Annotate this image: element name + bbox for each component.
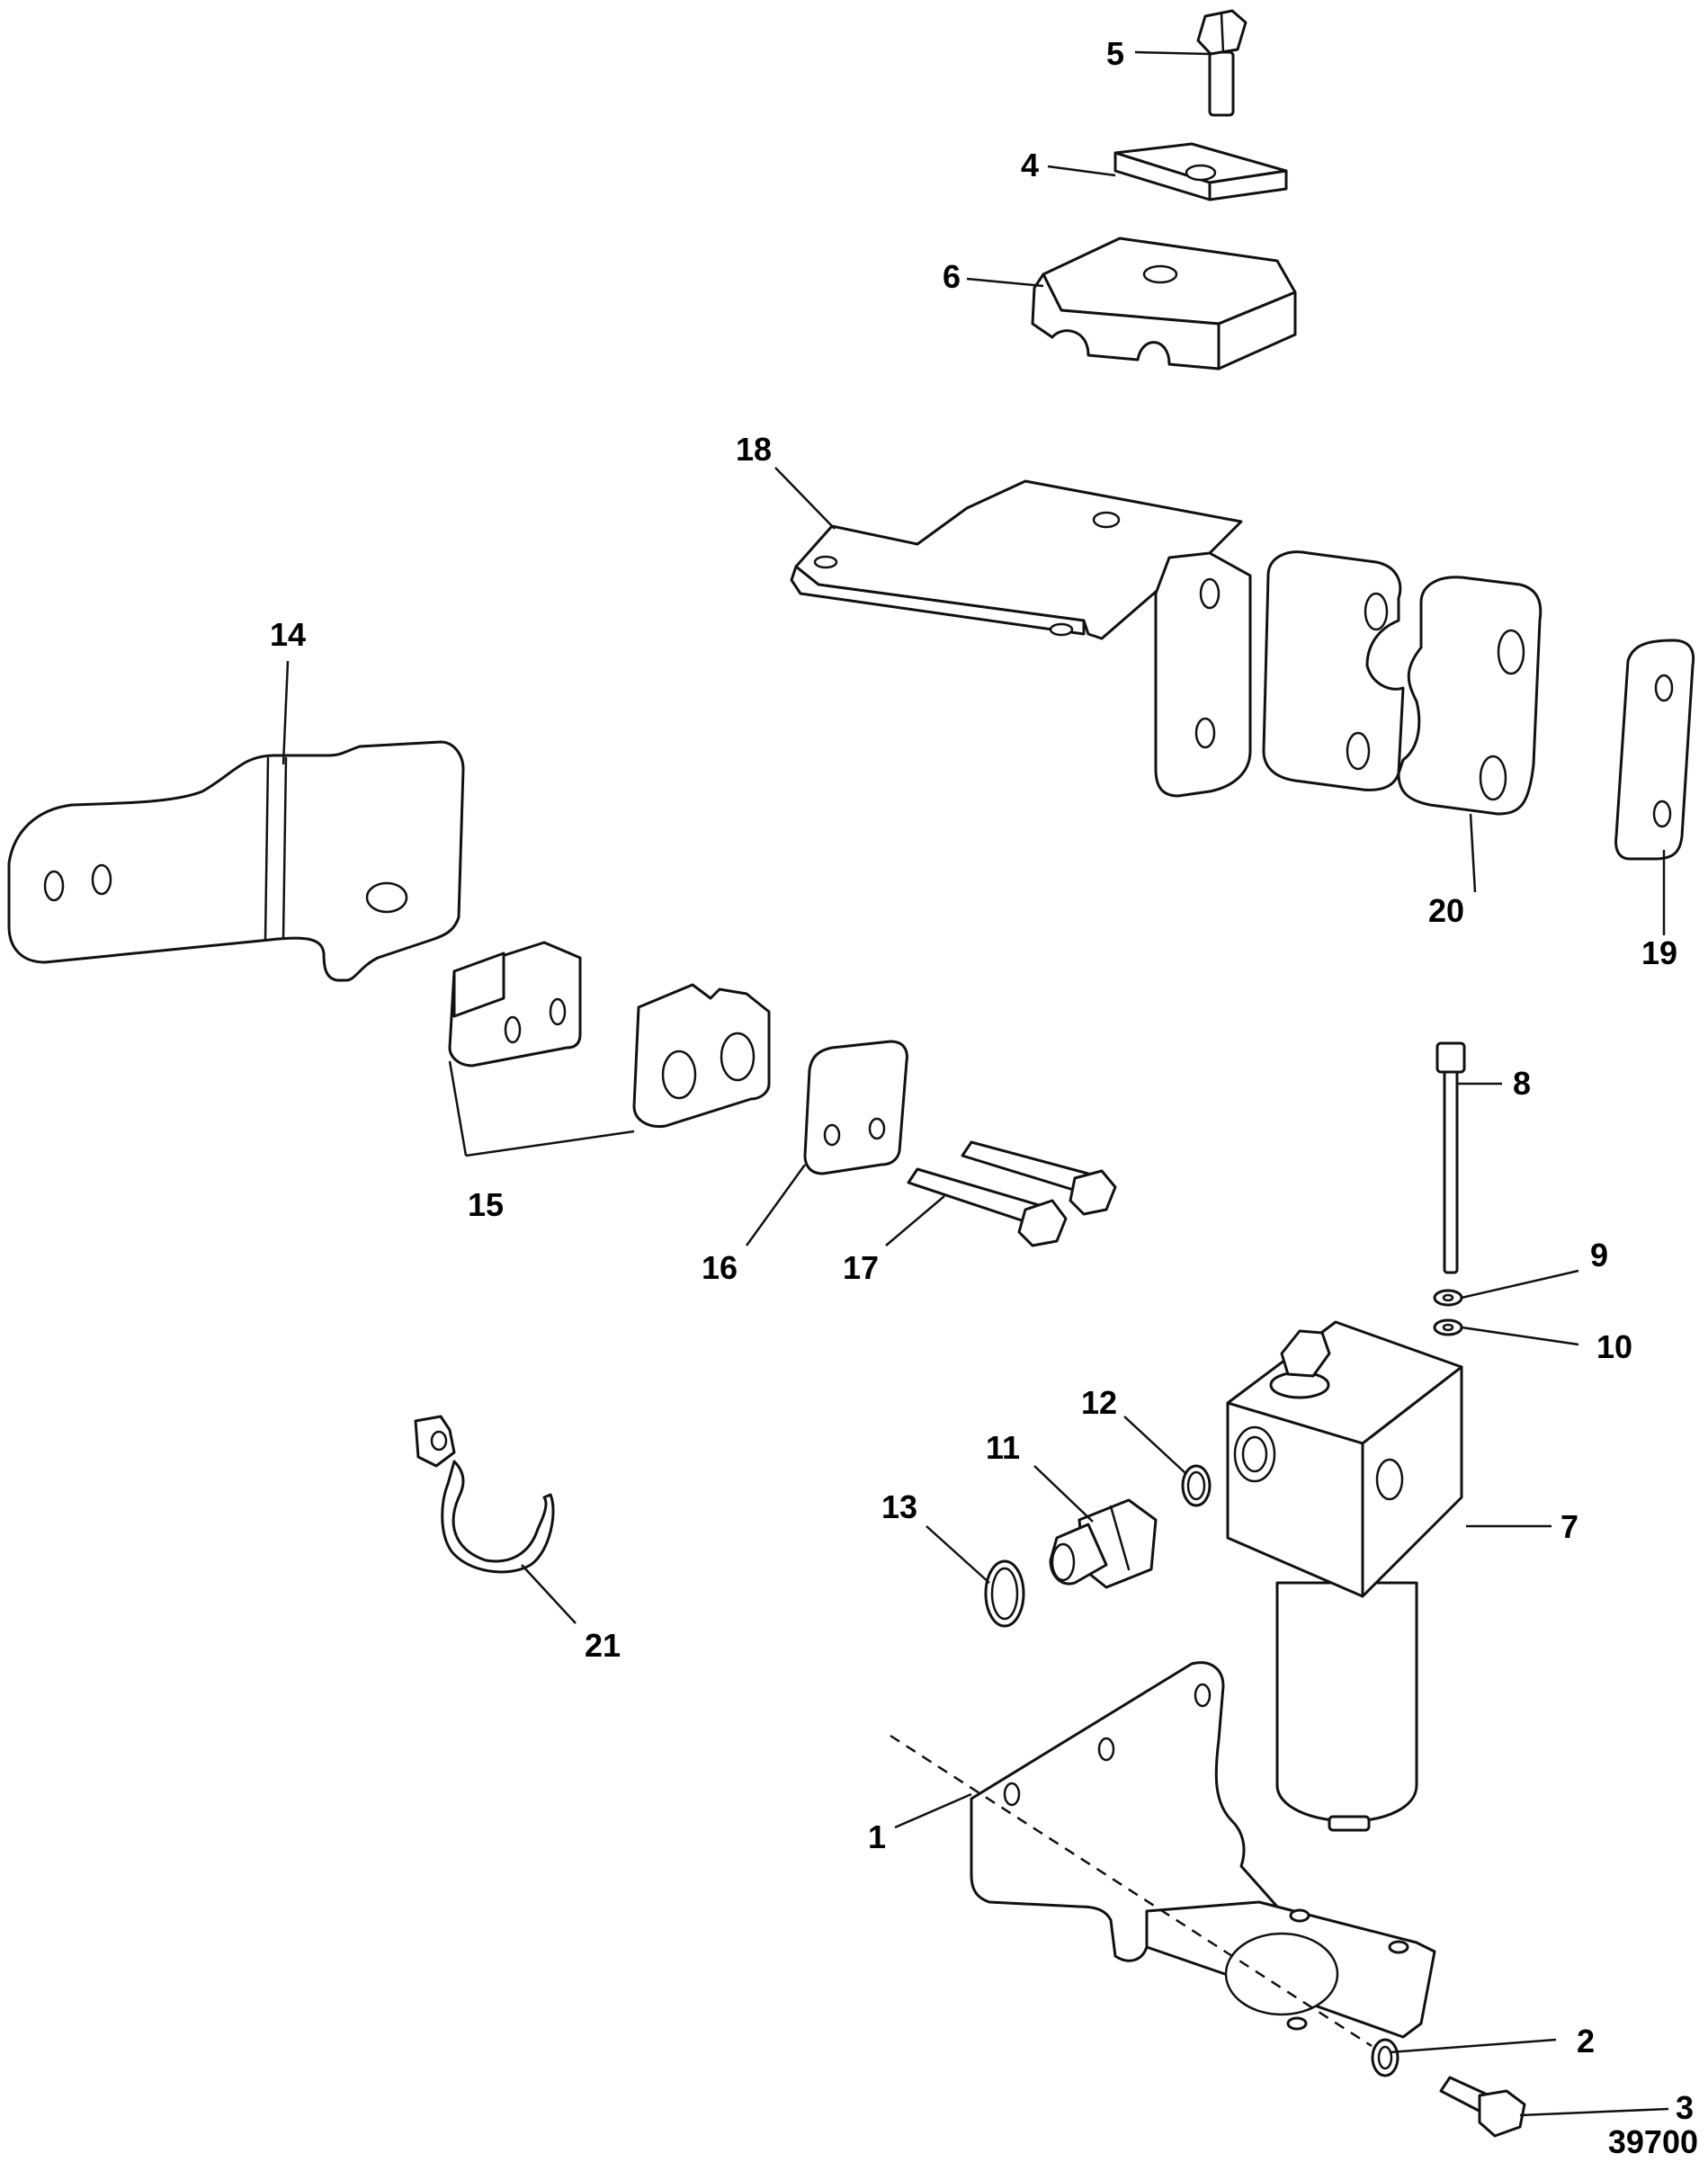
callout-1: 1 [868,1818,886,1855]
callout-15: 15 [468,1186,504,1223]
callout-14: 14 [270,616,306,653]
part-20-split-blocks [1262,550,1543,816]
callout-7: 7 [1560,1508,1578,1545]
figure-number: 39700 [1608,2123,1698,2160]
part-10-washer [1433,1318,1463,1336]
part-6-saddle-block [1031,237,1297,371]
callout-13: 13 [881,1488,917,1525]
part-17-bolts [907,1140,1117,1247]
callout-3: 3 [1676,2089,1694,2126]
callout-2: 2 [1577,2023,1595,2059]
callout-10: 10 [1596,1328,1632,1365]
leader-lines [282,50,1669,2117]
part-7-filter-assembly [1226,1320,1463,1832]
part-5-bolt [1196,9,1247,117]
callout-12: 12 [1081,1384,1117,1421]
part-18-bracket [790,479,1252,798]
part-15-blocks [448,941,771,1129]
callout-16: 16 [702,1249,738,1286]
part-4-plate [1113,142,1288,201]
part-16-plate [803,1040,908,1175]
part-12-o-ring [1181,1464,1212,1507]
callout-17: 17 [843,1249,879,1286]
part-11-fitting [1049,1498,1158,1589]
part-21-clip [414,1415,555,1574]
callout-5: 5 [1106,35,1124,72]
part-13-o-ring [984,1559,1025,1628]
part-19-plate [1614,639,1695,861]
part-2-washer [1371,2038,1399,2077]
callout-18: 18 [736,431,772,468]
part-14-bracket [7,740,465,982]
callout-19: 19 [1641,934,1677,971]
callout-6: 6 [943,258,961,295]
callout-labels: 5 4 6 18 14 20 19 8 9 10 15 16 17 12 11 … [270,35,1694,2126]
part-3-bolt [1439,2076,1526,2138]
callout-20: 20 [1428,892,1464,929]
part-9-washer [1433,1289,1463,1307]
callout-4: 4 [1021,147,1039,183]
callout-9: 9 [1590,1237,1608,1273]
part-1-mounting-bracket [890,1661,1436,2048]
callout-11: 11 [986,1429,1020,1466]
callout-8: 8 [1513,1065,1531,1102]
callout-21: 21 [585,1627,621,1664]
part-8-long-bolt [1435,1041,1466,1274]
